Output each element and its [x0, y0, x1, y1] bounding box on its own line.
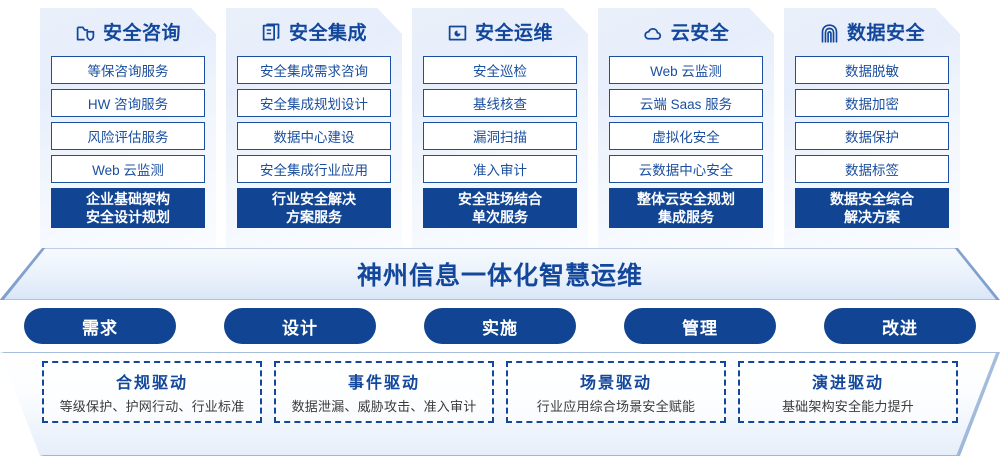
service-item[interactable]: 数据保护	[795, 122, 949, 150]
column-title: 数据安全	[846, 22, 925, 44]
stage-pill-需求[interactable]: 需求	[24, 308, 176, 344]
service-highlight[interactable]: 行业安全解决 方案服务	[237, 188, 391, 228]
column-title: 云安全	[670, 22, 730, 44]
service-item[interactable]: 安全集成规划设计	[237, 89, 391, 117]
driver-subtitle: 行业应用综合场景安全赋能	[536, 399, 696, 414]
service-item[interactable]: 安全集成需求咨询	[237, 56, 391, 84]
service-item[interactable]: 等保咨询服务	[51, 56, 205, 84]
service-column-云安全[interactable]: 云安全 Web 云监测 云端 Saas 服务 虚拟化安全 云数据中心安全 整体云…	[598, 8, 774, 248]
column-header: 安全咨询	[51, 16, 205, 50]
lifecycle-stages: 需求 设计 实施 管理 改进	[0, 308, 1000, 346]
driver-subtitle: 数据泄漏、威胁攻击、准入审计	[291, 399, 477, 414]
service-item[interactable]: 安全集成行业应用	[237, 155, 391, 183]
driver-title: 合规驱动	[115, 375, 188, 392]
banner-title: 神州信息一体化智慧运维	[356, 262, 643, 290]
highlight-line-2: 集成服务	[658, 209, 714, 225]
service-item[interactable]: Web 云监测	[51, 155, 205, 183]
driver-card-合规驱动[interactable]: 合规驱动 等级保护、护网行动、行业标准	[42, 361, 262, 423]
service-item[interactable]: 准入审计	[423, 155, 577, 183]
highlight-line-1: 行业安全解决	[272, 191, 356, 207]
service-highlight[interactable]: 安全驻场结合 单次服务	[423, 188, 577, 228]
service-column-安全咨询[interactable]: 安全咨询 等保咨询服务 HW 咨询服务 风险评估服务 Web 云监测 企业基础架…	[40, 8, 216, 248]
documents-stack-icon	[261, 22, 282, 44]
column-header: 安全运维	[423, 16, 577, 50]
service-highlight[interactable]: 整体云安全规划 集成服务	[609, 188, 763, 228]
service-column-数据安全[interactable]: 数据安全 数据脱敏 数据加密 数据保护 数据标签 数据安全综合 解决方案	[784, 8, 960, 248]
service-item[interactable]: Web 云监测	[609, 56, 763, 84]
service-item[interactable]: 数据标签	[795, 155, 949, 183]
banner-shape	[0, 248, 1000, 300]
driver-subtitle: 等级保护、护网行动、行业标准	[59, 399, 245, 414]
highlight-line-1: 整体云安全规划	[637, 191, 735, 207]
service-item[interactable]: 数据中心建设	[237, 122, 391, 150]
service-item[interactable]: 云数据中心安全	[609, 155, 763, 183]
column-title: 安全咨询	[102, 22, 181, 44]
stage-pill-改进[interactable]: 改进	[824, 308, 976, 344]
drivers-section: 合规驱动 等级保护、护网行动、行业标准 事件驱动 数据泄漏、威胁攻击、准入审计 …	[0, 352, 1000, 456]
service-column-安全集成[interactable]: 安全集成 安全集成需求咨询 安全集成规划设计 数据中心建设 安全集成行业应用 行…	[226, 8, 402, 248]
column-title: 安全运维	[474, 22, 553, 44]
platform-banner: 神州信息一体化智慧运维	[0, 248, 1000, 300]
highlight-line-2: 安全设计规划	[86, 209, 170, 225]
stage-pill-管理[interactable]: 管理	[624, 308, 776, 344]
service-item[interactable]: 安全巡检	[423, 56, 577, 84]
highlight-line-1: 企业基础架构	[86, 191, 170, 207]
service-item[interactable]: 漏洞扫描	[423, 122, 577, 150]
driver-title: 事件驱动	[347, 375, 420, 392]
column-header: 数据安全	[795, 16, 949, 50]
highlight-line-2: 解决方案	[844, 209, 900, 225]
service-item[interactable]: 数据脱敏	[795, 56, 949, 84]
cloud-icon	[643, 23, 664, 44]
column-header: 安全集成	[237, 16, 391, 50]
service-item[interactable]: 虚拟化安全	[609, 122, 763, 150]
fingerprint-icon	[819, 23, 840, 44]
service-columns: 安全咨询 等保咨询服务 HW 咨询服务 风险评估服务 Web 云监测 企业基础架…	[0, 8, 1000, 253]
driver-card-演进驱动[interactable]: 演进驱动 基础架构安全能力提升	[738, 361, 958, 423]
highlight-line-1: 数据安全综合	[830, 191, 914, 207]
highlight-line-1: 安全驻场结合	[458, 191, 542, 207]
driver-card-场景驱动[interactable]: 场景驱动 行业应用综合场景安全赋能	[506, 361, 726, 423]
stage-pill-实施[interactable]: 实施	[424, 308, 576, 344]
folder-shield-icon	[75, 23, 96, 44]
highlight-line-2: 方案服务	[286, 209, 342, 225]
driver-card-事件驱动[interactable]: 事件驱动 数据泄漏、威胁攻击、准入审计	[274, 361, 494, 423]
service-item[interactable]: 数据加密	[795, 89, 949, 117]
driver-title: 演进驱动	[811, 375, 884, 392]
service-highlight[interactable]: 数据安全综合 解决方案	[795, 188, 949, 228]
service-item[interactable]: 风险评估服务	[51, 122, 205, 150]
monitor-chart-icon	[447, 23, 468, 44]
column-title: 安全集成	[288, 22, 367, 44]
driver-title: 场景驱动	[579, 375, 652, 392]
column-header: 云安全	[609, 16, 763, 50]
service-highlight[interactable]: 企业基础架构 安全设计规划	[51, 188, 205, 228]
drivers-list: 合规驱动 等级保护、护网行动、行业标准 事件驱动 数据泄漏、威胁攻击、准入审计 …	[0, 352, 1000, 456]
service-column-安全运维[interactable]: 安全运维 安全巡检 基线核查 漏洞扫描 准入审计 安全驻场结合 单次服务	[412, 8, 588, 248]
service-item[interactable]: 云端 Saas 服务	[609, 89, 763, 117]
highlight-line-2: 单次服务	[472, 209, 528, 225]
service-item[interactable]: 基线核查	[423, 89, 577, 117]
service-item[interactable]: HW 咨询服务	[51, 89, 205, 117]
driver-subtitle: 基础架构安全能力提升	[781, 399, 914, 414]
stage-pill-设计[interactable]: 设计	[224, 308, 376, 344]
